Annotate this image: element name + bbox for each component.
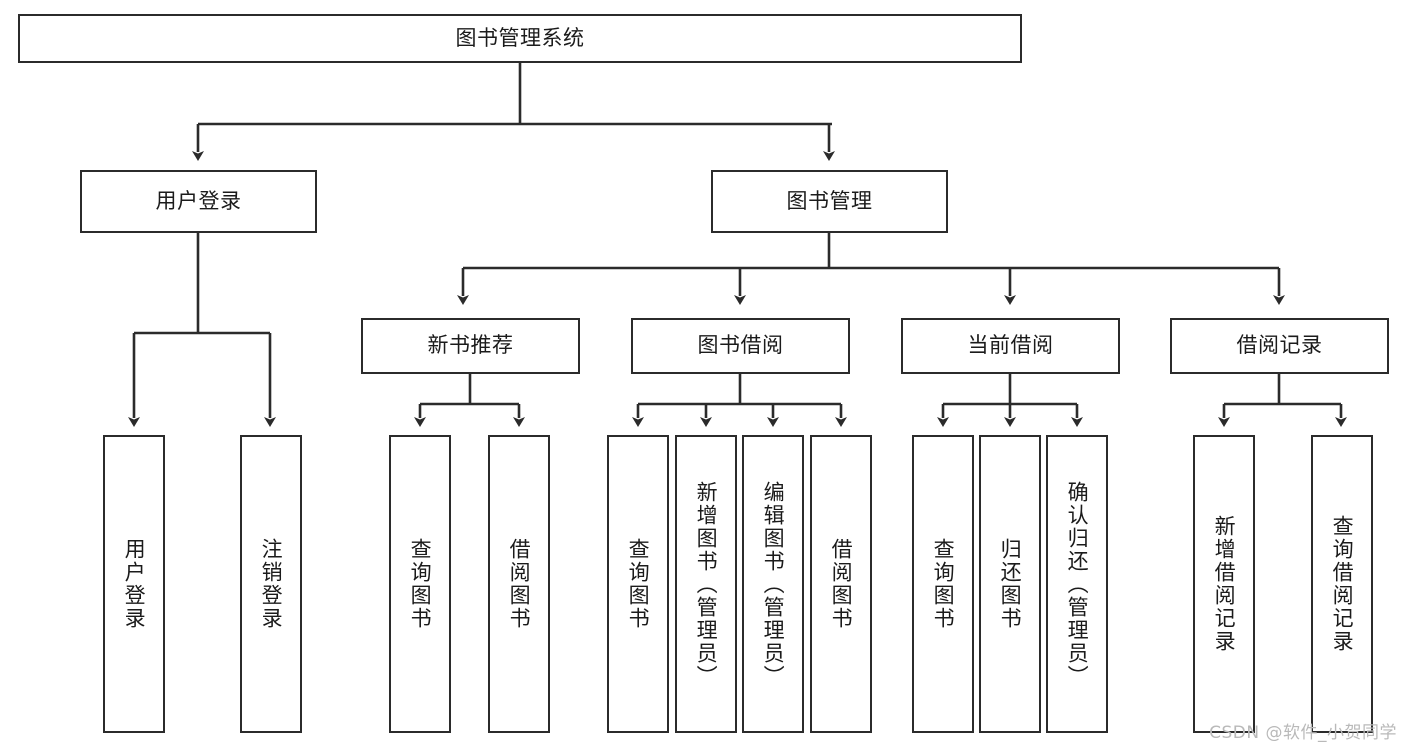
leaf-logout[interactable]: 注销登录: [240, 435, 302, 733]
watermark-text: CSDN @软件_小贺同学: [1209, 723, 1397, 743]
leaf-query-book-current[interactable]: 查询图书: [912, 435, 974, 733]
node-label: 图书借阅: [697, 333, 784, 358]
node-book-management[interactable]: 图书管理: [711, 170, 948, 233]
node-label: 归还图书: [998, 538, 1023, 630]
node-label: 用户登录: [155, 188, 242, 213]
node-book-management-system[interactable]: 图书管理系统: [18, 14, 1022, 63]
node-label: 新书推荐: [427, 333, 514, 358]
leaf-return-book[interactable]: 归还图书: [979, 435, 1041, 733]
node-label: 确认归还（管理员）: [1065, 480, 1090, 688]
leaf-borrow-book-recommend[interactable]: 借阅图书: [488, 435, 550, 733]
leaf-query-borrow-record[interactable]: 查询借阅记录: [1311, 435, 1373, 733]
node-label: 新增借阅记录: [1212, 515, 1237, 653]
node-label: 编辑图书（管理员）: [761, 480, 786, 688]
node-label: 当前借阅: [967, 333, 1054, 358]
node-label: 注销登录: [259, 538, 284, 630]
node-label: 查询借阅记录: [1330, 515, 1355, 653]
node-label: 查询图书: [408, 538, 433, 630]
node-label: 用户登录: [122, 538, 147, 630]
leaf-query-book-recommend[interactable]: 查询图书: [389, 435, 451, 733]
leaf-add-borrow-record[interactable]: 新增借阅记录: [1193, 435, 1255, 733]
leaf-query-book-borrow[interactable]: 查询图书: [607, 435, 669, 733]
node-new-book-recommend[interactable]: 新书推荐: [361, 318, 580, 374]
leaf-borrow-book[interactable]: 借阅图书: [810, 435, 872, 733]
node-label: 借阅记录: [1236, 333, 1323, 358]
leaf-add-book-admin[interactable]: 新增图书（管理员）: [675, 435, 737, 733]
leaf-edit-book-admin[interactable]: 编辑图书（管理员）: [742, 435, 804, 733]
node-label: 借阅图书: [507, 538, 532, 630]
node-label: 图书管理: [786, 188, 873, 213]
node-label: 查询图书: [931, 538, 956, 630]
leaf-user-login[interactable]: 用户登录: [103, 435, 165, 733]
node-label: 查询图书: [626, 538, 651, 630]
leaf-confirm-return-admin[interactable]: 确认归还（管理员）: [1046, 435, 1108, 733]
node-current-borrow[interactable]: 当前借阅: [901, 318, 1120, 374]
node-user-login[interactable]: 用户登录: [80, 170, 317, 233]
node-book-borrow[interactable]: 图书借阅: [631, 318, 850, 374]
node-label: 借阅图书: [829, 538, 854, 630]
node-label: 新增图书（管理员）: [694, 480, 719, 688]
node-borrow-record[interactable]: 借阅记录: [1170, 318, 1389, 374]
node-label: 图书管理系统: [455, 25, 585, 50]
